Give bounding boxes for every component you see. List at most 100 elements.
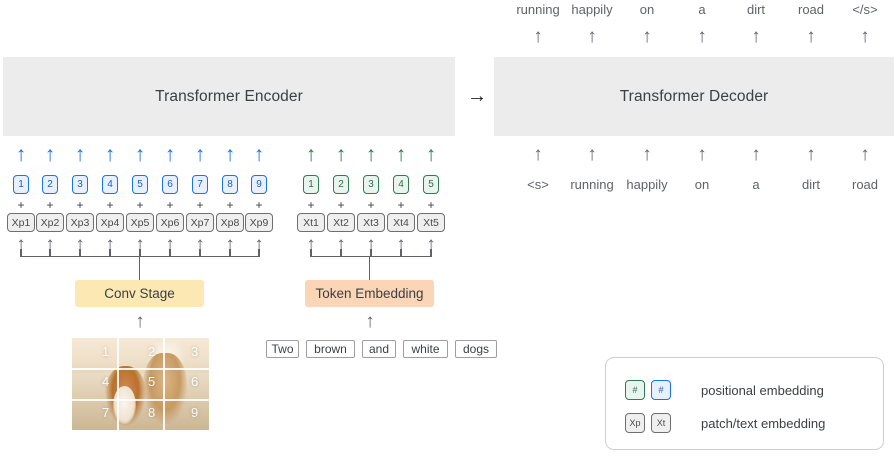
token-bus-stem: [430, 249, 432, 257]
token-embedding-box: Token Embedding: [305, 280, 434, 307]
legend-symbol-hash: #: [651, 380, 671, 400]
positional-embedding-patch-8: 8: [222, 175, 238, 194]
decoder-output-arrow-up: ↑: [533, 26, 543, 47]
encoder-patch-arrow-up: ↑: [44, 143, 56, 166]
plus-symbol: +: [17, 198, 25, 212]
input-word-chip-dogs: dogs: [455, 340, 497, 358]
decoder-input-token-3: on: [694, 177, 710, 192]
encoder-token-arrow-up: ↑: [425, 143, 437, 166]
decoder-input-token-5: dirt: [801, 177, 821, 192]
patch-embedding-Xp6: Xp6: [156, 213, 184, 232]
plus-symbol: +: [226, 198, 234, 212]
plus-symbol: +: [255, 198, 263, 212]
patch-feed-arrow-up: ↑: [105, 234, 115, 255]
text-embedding-Xt5: Xt5: [417, 213, 445, 232]
patch-embedding-Xp2: Xp2: [36, 213, 64, 232]
patch-number-9: 9: [191, 405, 199, 420]
token-embedding-input-arrow: ↑: [365, 311, 375, 332]
decoder-input-arrow-up: ↑: [860, 144, 870, 165]
input-word-chip-and: and: [362, 340, 396, 358]
decoder-input-token-2: happily: [626, 177, 668, 192]
encoder-patch-arrow-up: ↑: [15, 143, 27, 166]
decoder-output-arrow-up: ↑: [806, 26, 816, 47]
encoder-patch-arrow-up: ↑: [224, 143, 236, 166]
text-embedding-Xt3: Xt3: [357, 213, 385, 232]
patch-embedding-Xp3: Xp3: [66, 213, 94, 232]
conv-stage-label: Conv Stage: [104, 286, 175, 301]
decoder-output-arrow-up: ↑: [642, 26, 652, 47]
legend-box: [605, 357, 884, 450]
decoder-output-token-6: </s>: [852, 2, 878, 17]
decoder-output-arrow-up: ↑: [860, 26, 870, 47]
encoder-patch-arrow-up: ↑: [134, 143, 146, 166]
token-bus-stem: [400, 249, 402, 257]
positional-embedding-patch-4: 4: [102, 175, 118, 194]
decoder-input-arrow-up: ↑: [642, 144, 652, 165]
token-bus-stem: [340, 249, 342, 257]
plus-symbol: +: [136, 198, 144, 212]
decoder-output-token-4: dirt: [746, 2, 766, 17]
plus-symbol: +: [427, 198, 435, 212]
positional-embedding-token-3: 3: [363, 175, 379, 194]
positional-embedding-patch-1: 1: [13, 175, 29, 194]
plus-symbol: +: [166, 198, 174, 212]
patch-bus-stem: [49, 249, 51, 257]
conv-stage-stem: [139, 256, 141, 280]
token-feed-arrow-up: ↑: [336, 234, 346, 255]
patch-bus-stem: [20, 249, 22, 257]
legend-symbol-xp: Xp: [625, 413, 645, 433]
transformer-encoder-block: Transformer Encoder: [3, 57, 455, 136]
patch-feed-arrow-up: ↑: [254, 234, 264, 255]
plus-symbol: +: [337, 198, 345, 212]
text-embedding-Xt1: Xt1: [297, 213, 325, 232]
encoder-token-arrow-up: ↑: [305, 143, 317, 166]
token-feed-arrow-up: ↑: [396, 234, 406, 255]
positional-embedding-token-4: 4: [393, 175, 409, 194]
transformer-decoder-label: Transformer Decoder: [619, 87, 769, 105]
patch-bus-stem: [139, 249, 141, 257]
conv-stage-box: Conv Stage: [75, 280, 204, 307]
decoder-input-token-4: a: [752, 177, 760, 192]
plus-symbol: +: [196, 198, 204, 212]
patch-embedding-Xp1: Xp1: [7, 213, 35, 232]
decoder-input-arrow-up: ↑: [751, 144, 761, 165]
token-embedding-label: Token Embedding: [315, 286, 424, 301]
plus-symbol: +: [307, 198, 315, 212]
encoder-patch-arrow-up: ↑: [253, 143, 265, 166]
token-embedding-stem: [369, 256, 371, 280]
decoder-input-arrow-up: ↑: [533, 144, 543, 165]
patch-number-5: 5: [148, 374, 156, 389]
plus-symbol: +: [367, 198, 375, 212]
patch-bus-stem: [169, 249, 171, 257]
legend-symbol-xt: Xt: [651, 413, 671, 433]
patch-feed-arrow-up: ↑: [225, 234, 235, 255]
decoder-input-arrow-up: ↑: [806, 144, 816, 165]
patch-number-2: 2: [148, 344, 156, 359]
positional-embedding-token-5: 5: [423, 175, 439, 194]
input-word-chip-two: Two: [266, 340, 299, 358]
plus-symbol: +: [106, 198, 114, 212]
decoder-output-token-1: happily: [571, 2, 613, 17]
patch-number-7: 7: [102, 405, 110, 420]
patch-bus-stem: [199, 249, 201, 257]
decoder-output-token-2: on: [639, 2, 655, 17]
grid-line-v2: [163, 338, 165, 430]
image-dog-right: [143, 352, 188, 425]
plus-symbol: +: [46, 198, 54, 212]
positional-embedding-patch-5: 5: [132, 175, 148, 194]
decoder-input-token-0: <s>: [527, 177, 549, 192]
positional-embedding-patch-6: 6: [162, 175, 178, 194]
positional-embedding-patch-9: 9: [251, 175, 267, 194]
patch-number-1: 1: [102, 344, 110, 359]
patch-feed-arrow-up: ↑: [165, 234, 175, 255]
text-embedding-Xt4: Xt4: [387, 213, 415, 232]
patch-number-8: 8: [148, 405, 156, 420]
token-feed-arrow-up: ↑: [366, 234, 376, 255]
token-feed-arrow-up: ↑: [426, 234, 436, 255]
encoder-patch-arrow-up: ↑: [194, 143, 206, 166]
encoder-token-arrow-up: ↑: [335, 143, 347, 166]
decoder-input-arrow-up: ↑: [697, 144, 707, 165]
input-word-chip-brown: brown: [306, 340, 355, 358]
patch-embedding-Xp7: Xp7: [186, 213, 214, 232]
